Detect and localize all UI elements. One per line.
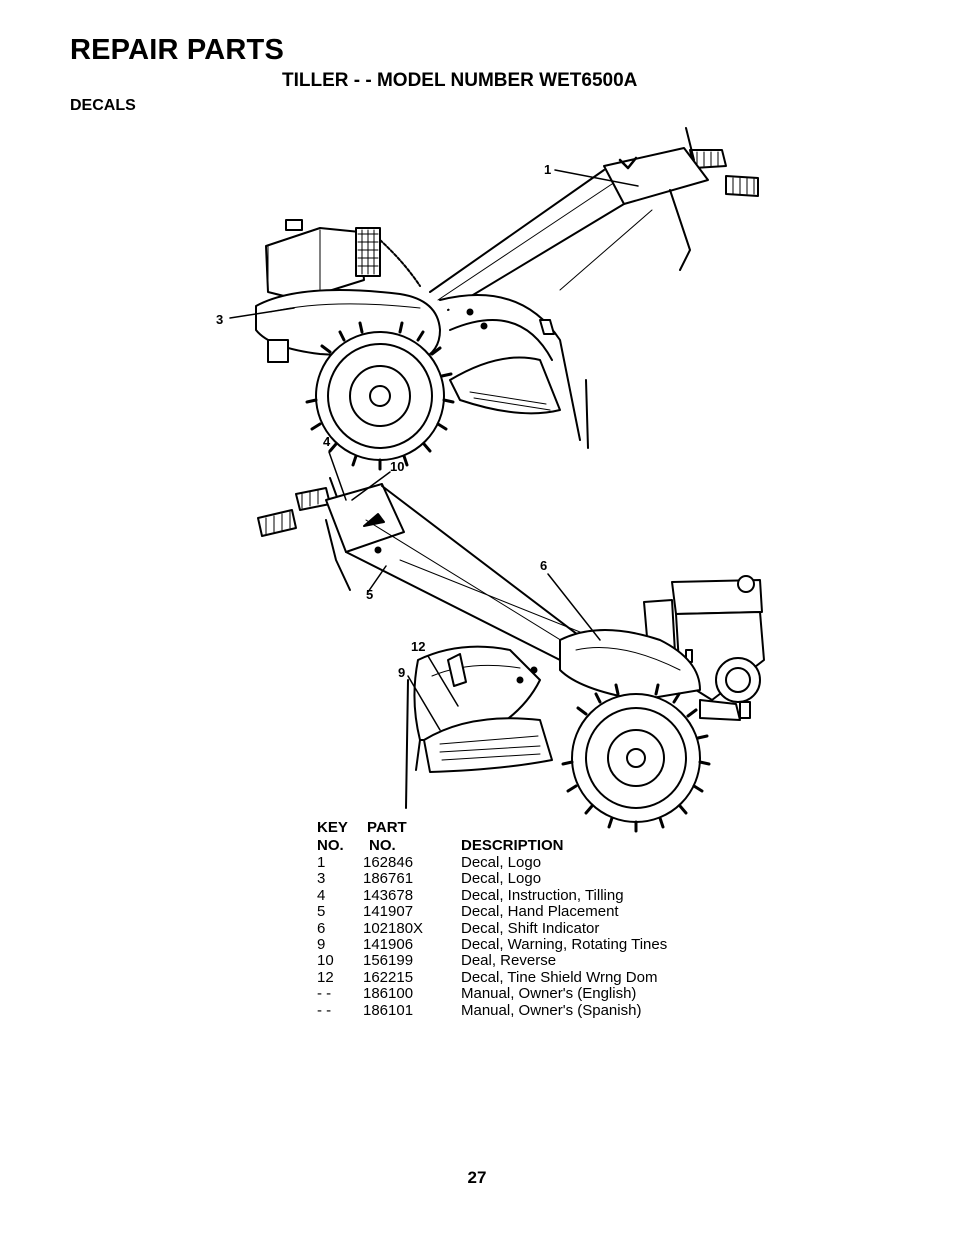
callout-12: 12: [411, 639, 425, 654]
part-number-cell: 102180X: [363, 919, 424, 937]
description-cell: Deal, Reverse: [461, 952, 557, 970]
description-cell: Decal, Tine Shield Wrng Dom: [461, 968, 658, 986]
part-number-cell: 186761: [363, 870, 414, 888]
callout-4: 4: [323, 434, 331, 449]
page-number: 27: [467, 1168, 487, 1187]
model-subtitle: TILLER - - MODEL NUMBER WET6500A: [282, 70, 638, 91]
part-number-cell: 162846: [363, 854, 414, 871]
description-cell: Decal, Logo: [461, 854, 542, 871]
part-number-cell: 186101: [363, 1001, 414, 1019]
key-cell: 5: [317, 903, 326, 921]
key-cell: 9: [317, 935, 326, 953]
key-cell: 10: [317, 952, 334, 970]
section-heading: DECALS: [70, 97, 136, 114]
description-cell: Decal, Instruction, Tilling: [461, 886, 624, 904]
callout-3: 3: [216, 312, 223, 327]
description-cell: Decal, Hand Placement: [461, 903, 619, 921]
callout-1: 1: [544, 162, 551, 177]
key-cell: - -: [317, 985, 332, 1003]
page-title: REPAIR PARTS: [70, 34, 285, 66]
key-cell: 4: [317, 886, 326, 904]
description-cell: Decal, Logo: [461, 870, 542, 888]
tiller-side-view: [257, 477, 765, 833]
callout-10: 10: [390, 459, 404, 474]
callout-5: 5: [366, 587, 373, 602]
part-header-bottom: NO.: [369, 837, 396, 854]
description-header: DESCRIPTION: [461, 837, 564, 854]
description-cell: Manual, Owner's (English): [461, 985, 637, 1003]
tiller-top-view: [255, 127, 759, 471]
key-cell: 6: [317, 919, 326, 937]
callout-6: 6: [540, 558, 547, 573]
key-header-top: KEY: [317, 819, 348, 836]
key-cell: 12: [317, 968, 334, 986]
part-number-cell: 141906: [363, 935, 414, 953]
part-number-cell: 141907: [363, 903, 414, 921]
key-cell: - -: [317, 1001, 332, 1019]
part-number-cell: 186100: [363, 985, 414, 1003]
callout-leaders: [229, 169, 639, 731]
key-header-bottom: NO.: [317, 837, 344, 854]
callout-numbers: 1 3 4 10 6 5 12 9: [216, 162, 551, 680]
part-number-cell: 162215: [363, 968, 414, 986]
description-cell: Decal, Shift Indicator: [461, 919, 600, 937]
part-header-top: PART: [367, 819, 407, 836]
part-number-cell: 156199: [363, 952, 414, 970]
part-number-cell: 143678: [363, 886, 414, 904]
description-cell: Manual, Owner's (Spanish): [461, 1001, 642, 1019]
description-cell: Decal, Warning, Rotating Tines: [461, 935, 668, 953]
callout-9: 9: [398, 665, 405, 680]
key-cell: 1: [317, 854, 326, 871]
key-cell: 3: [317, 870, 326, 888]
